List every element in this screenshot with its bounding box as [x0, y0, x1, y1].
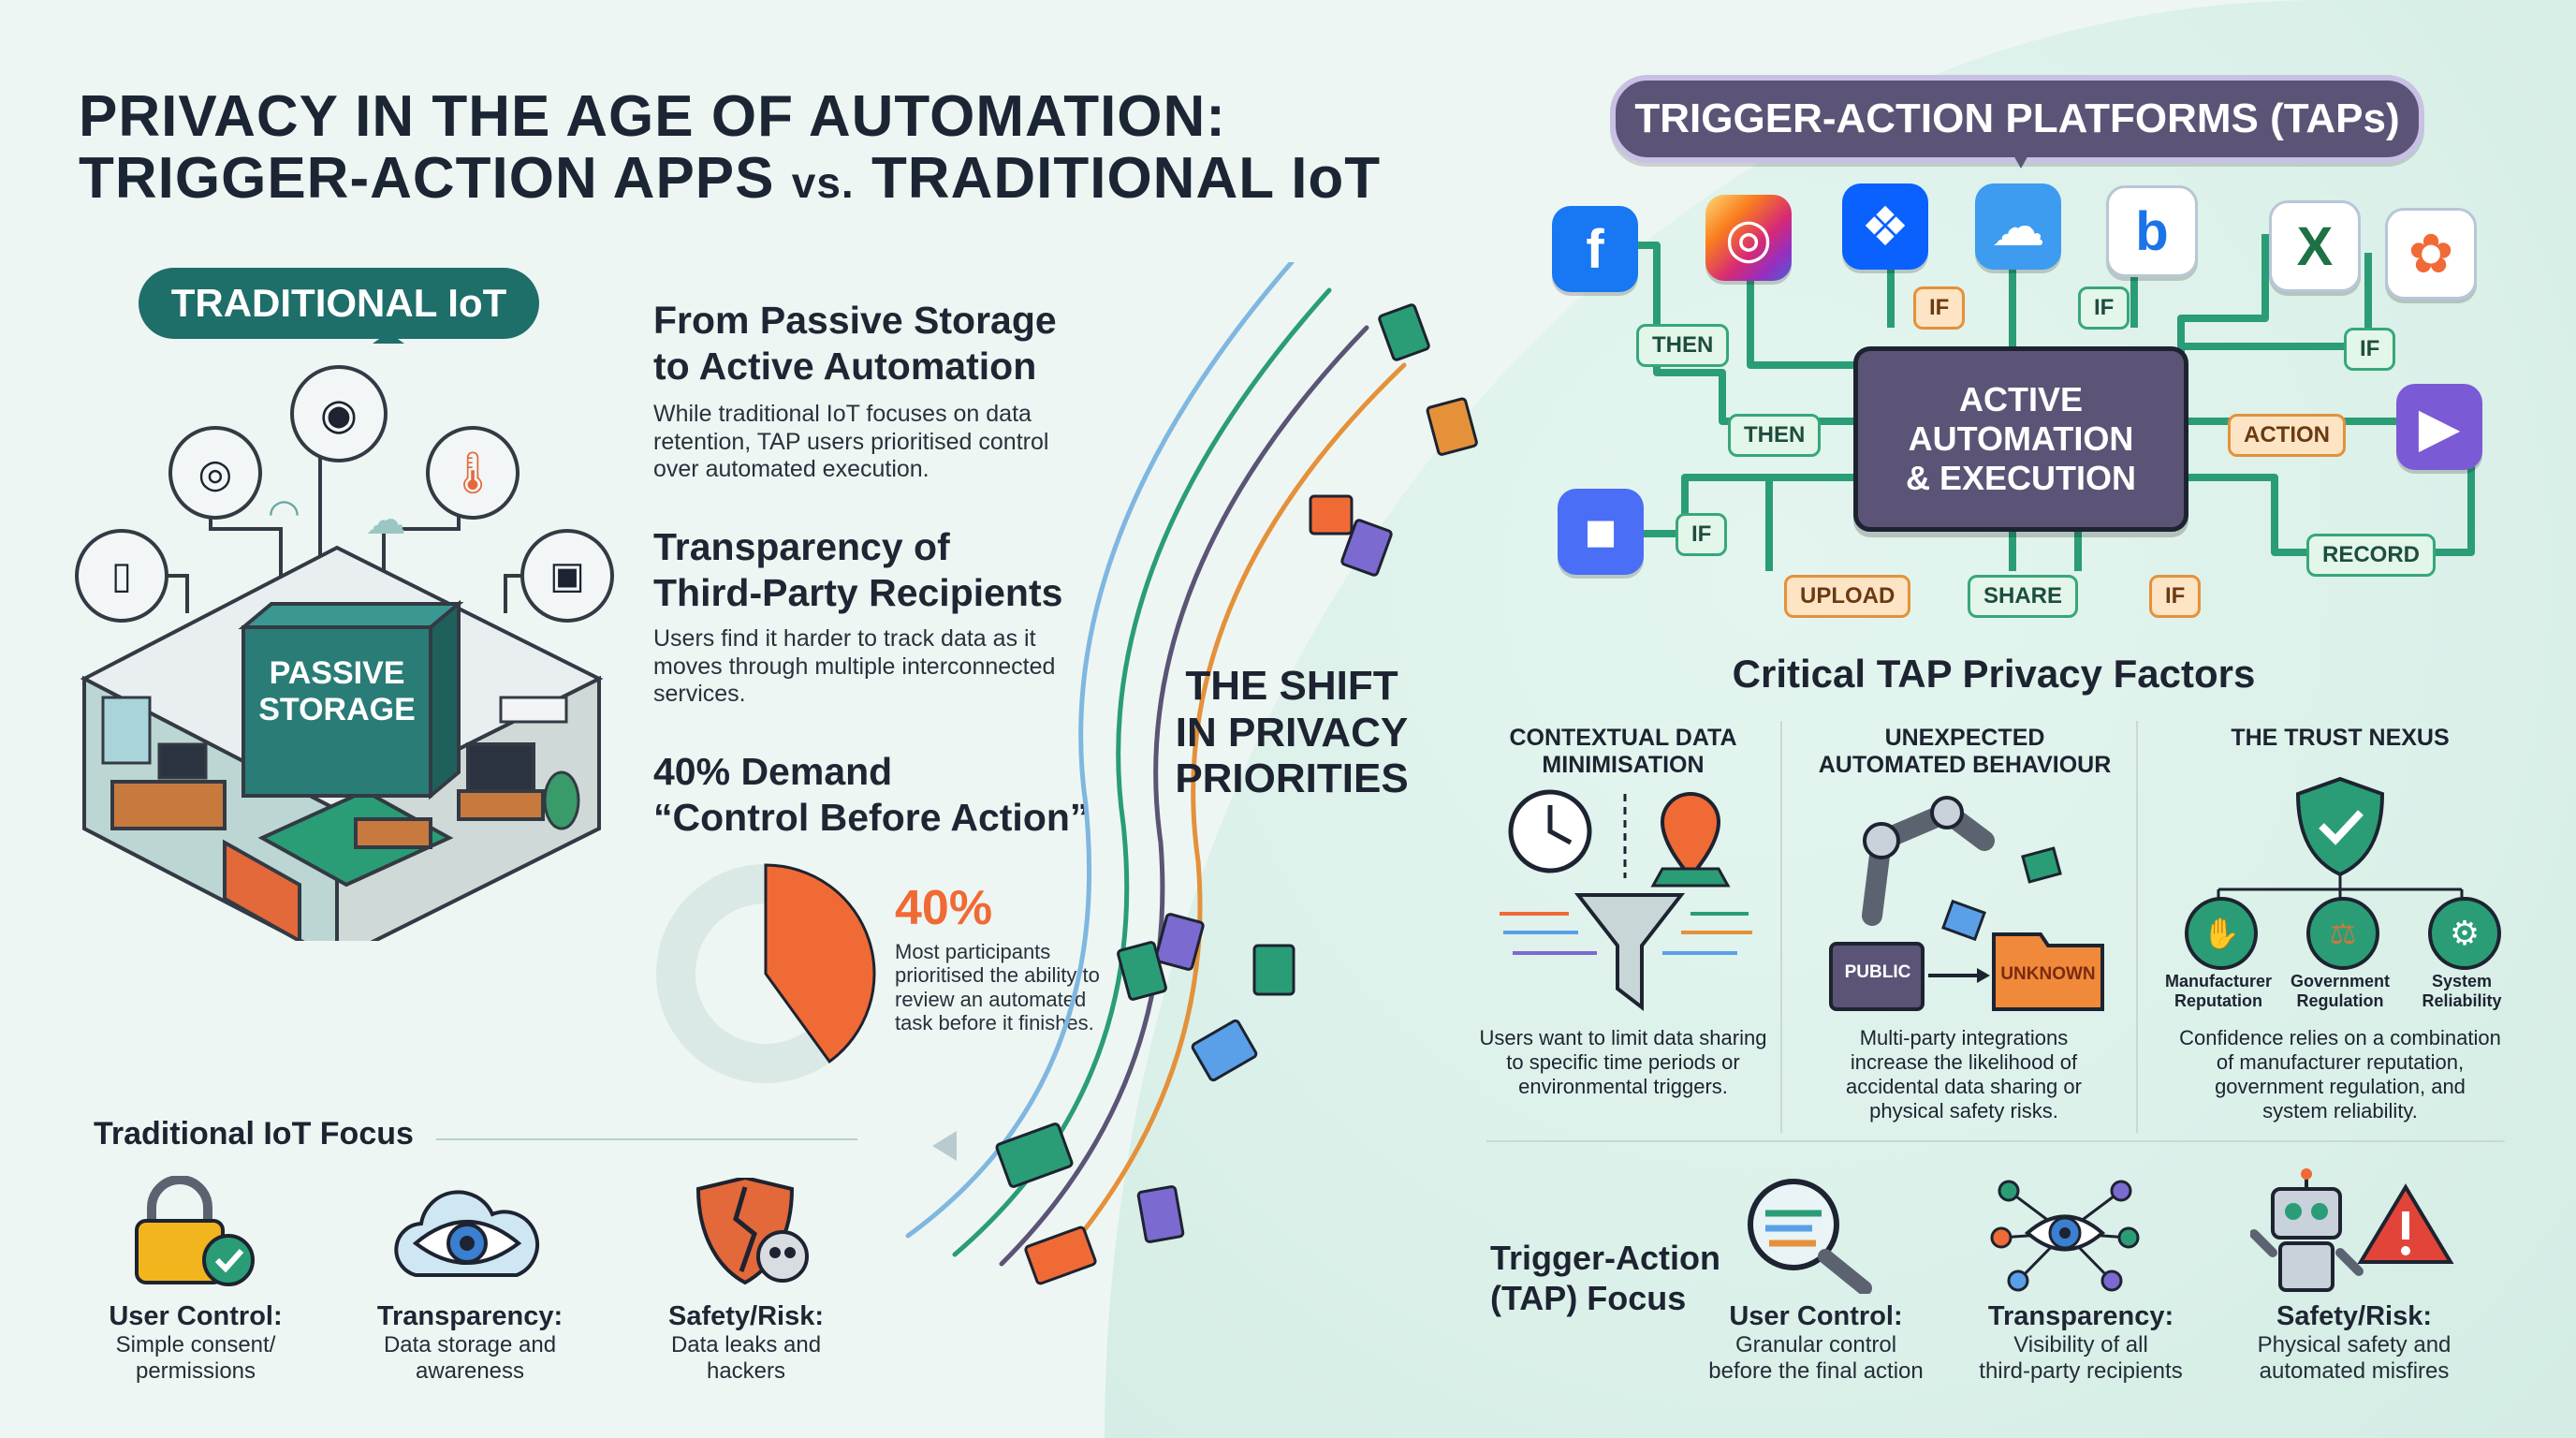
tap-safety-body: Physical safety and automated misfires: [2257, 1332, 2452, 1385]
instagram-icon: ◎: [1705, 195, 1792, 281]
page-title-line2: TRIGGER-ACTION APPS vs. TRADITIONAL IoT: [79, 150, 1381, 208]
gear-icon: ⚙: [2428, 897, 2501, 970]
passive-storage-label: PASSIVE STORAGE: [258, 655, 416, 728]
donut-slice: [764, 863, 876, 1064]
tag-record: RECORD: [2306, 534, 2437, 577]
cloud-icon: ☁: [365, 497, 406, 543]
unknown-label: UNKNOWN: [2000, 964, 2096, 984]
trad-user-control-body: Simple consent/ permissions: [115, 1332, 276, 1385]
trad-focus-safety: Safety/Risk: Data leaks and hackers: [646, 1301, 846, 1386]
tag-if-1: IF: [1913, 286, 1966, 330]
tap-transparency-title: Transparency:: [1987, 1301, 2174, 1331]
handshake-icon: ✋: [2185, 897, 2258, 970]
camera-icon: ◉: [290, 365, 388, 462]
section-40-percent-title: 40% Demand “Control Before Action”: [653, 750, 1090, 840]
trad-user-control-title: User Control:: [109, 1301, 283, 1331]
speaker-icon: ▣: [520, 529, 614, 623]
webcam-icon: ◎: [168, 426, 262, 520]
tag-then-1: THEN: [1636, 324, 1730, 367]
tag-then-2: THEN: [1728, 414, 1822, 457]
trust-sub-manufacturer: Manufacturer Reputation: [2164, 972, 2273, 1010]
eye-network-icon: [1990, 1172, 2140, 1299]
trust-sub-system: System Reliability: [2422, 972, 2502, 1010]
section-passive-to-active-title: From Passive Storage to Active Automatio…: [653, 299, 1057, 389]
trad-transparency-title: Transparency:: [376, 1301, 564, 1331]
facebook-icon: f: [1552, 206, 1638, 292]
tag-if-5: IF: [2149, 575, 2202, 618]
factor-unexpected-title: UNEXPECTED AUTOMATED BEHAVIOUR: [1818, 725, 2112, 778]
thermometer-icon: 🌡: [426, 426, 520, 520]
tap-user-control-title: User Control:: [1729, 1301, 1903, 1331]
trad-focus-transparency: Transparency: Data storage and awareness: [365, 1301, 575, 1386]
title-vs: vs.: [791, 158, 855, 207]
icloud-icon: ☁: [1975, 183, 2061, 270]
factors-bottom-divider: [1486, 1140, 2505, 1142]
title-tap: TRIGGER-ACTION APPS: [79, 146, 775, 211]
trust-sub-government: Government Regulation: [2290, 972, 2391, 1010]
factor-unexpected-body: Multi-party integrations increase the li…: [1846, 1026, 2082, 1123]
zoom-icon: ■: [1558, 489, 1644, 575]
trad-safety-title: Safety/Risk:: [667, 1301, 824, 1331]
photos-icon: ✿: [2385, 208, 2477, 300]
active-automation-box: ACTIVE AUTOMATION & EXECUTION: [1853, 346, 2188, 532]
trad-transparency-body: Data storage and awareness: [383, 1332, 557, 1385]
broken-shield-skull-icon: [689, 1175, 820, 1295]
trust-nexus-diagram: [2217, 776, 2464, 906]
factor-trust-body: Confidence relies on a combination of ma…: [2179, 1026, 2501, 1123]
factor-divider-2: [2136, 721, 2138, 1133]
tap-safety-title: Safety/Risk:: [2276, 1301, 2432, 1331]
dropbox-icon: ❖: [1842, 183, 1928, 270]
traditional-focus-divider: [436, 1138, 857, 1140]
traditional-iot-badge: TRADITIONAL IoT: [139, 268, 539, 339]
factor-contextual-body: Users want to limit data sharing to spec…: [1479, 1026, 1767, 1098]
public-label: PUBLIC: [1844, 962, 1911, 982]
stat-description: Most participants prioritised the abilit…: [895, 940, 1100, 1034]
wifi-icon: ◠: [268, 492, 300, 534]
tap-badge: TRIGGER-ACTION PLATFORMS (TAPs): [1610, 75, 2424, 163]
magnifier-icon: [1737, 1172, 1878, 1299]
trad-safety-body: Data leaks and hackers: [670, 1332, 822, 1385]
smartphone-icon: ▯: [75, 529, 168, 623]
tag-if-2: IF: [2078, 286, 2130, 330]
robot-warning-icon: [2249, 1168, 2475, 1304]
tap-focus-user-control: User Control: Granular control before th…: [1690, 1301, 1941, 1386]
tag-action: ACTION: [2228, 414, 2346, 457]
excel-icon: X: [2269, 200, 2361, 292]
contextual-minimisation-icon: [1500, 789, 1752, 1012]
traditional-focus-title: Traditional IoT Focus: [94, 1116, 414, 1152]
tap-focus-safety: Safety/Risk: Physical safety and automat…: [2233, 1301, 2475, 1386]
video-app-icon: ▶: [2396, 384, 2482, 470]
tag-upload: UPLOAD: [1784, 575, 1911, 618]
stat-value: 40%: [895, 881, 993, 935]
bing-icon: b: [2106, 185, 2198, 277]
page-title-line1: PRIVACY IN THE AGE OF AUTOMATION:: [79, 84, 1226, 149]
factors-title: Critical TAP Privacy Factors: [1732, 652, 2256, 696]
padlock-icon: [131, 1175, 255, 1286]
trad-focus-user-control: User Control: Simple consent/ permission…: [90, 1301, 301, 1386]
factor-divider-1: [1780, 721, 1782, 1133]
shift-heading: THE SHIFT IN PRIVACY PRIORITIES: [1175, 663, 1409, 802]
cloud-eye-icon: [388, 1181, 547, 1289]
traditional-iot-illustration: [80, 332, 604, 941]
section-transparency-title: Transparency of Third-Party Recipients: [653, 525, 1063, 615]
tap-user-control-body: Granular control before the final action: [1708, 1332, 1924, 1385]
tag-if-4: IF: [1676, 513, 1728, 556]
factor-contextual-title: CONTEXTUAL DATA MINIMISATION: [1509, 725, 1737, 778]
tap-focus-title: Trigger-Action (TAP) Focus: [1490, 1239, 1721, 1318]
donut-chart: [656, 863, 876, 1083]
section-transparency-body: Users find it harder to track data as it…: [653, 625, 1056, 707]
section-passive-to-active-body: While traditional IoT focuses on data re…: [653, 401, 1049, 482]
tap-focus-transparency: Transparency: Visibility of all third-pa…: [1956, 1301, 2205, 1386]
tag-if-3: IF: [2344, 328, 2396, 371]
shift-arc-illustration: [905, 262, 1478, 1285]
tag-share: SHARE: [1968, 575, 2079, 618]
robot-arm-icon: [1829, 796, 2104, 1011]
factor-trust-title: THE TRUST NEXUS: [2231, 725, 2450, 751]
title-iot: TRADITIONAL IoT: [871, 146, 1382, 211]
tap-transparency-body: Visibility of all third-party recipients: [1979, 1332, 2183, 1385]
gavel-icon: ⚖: [2306, 897, 2379, 970]
